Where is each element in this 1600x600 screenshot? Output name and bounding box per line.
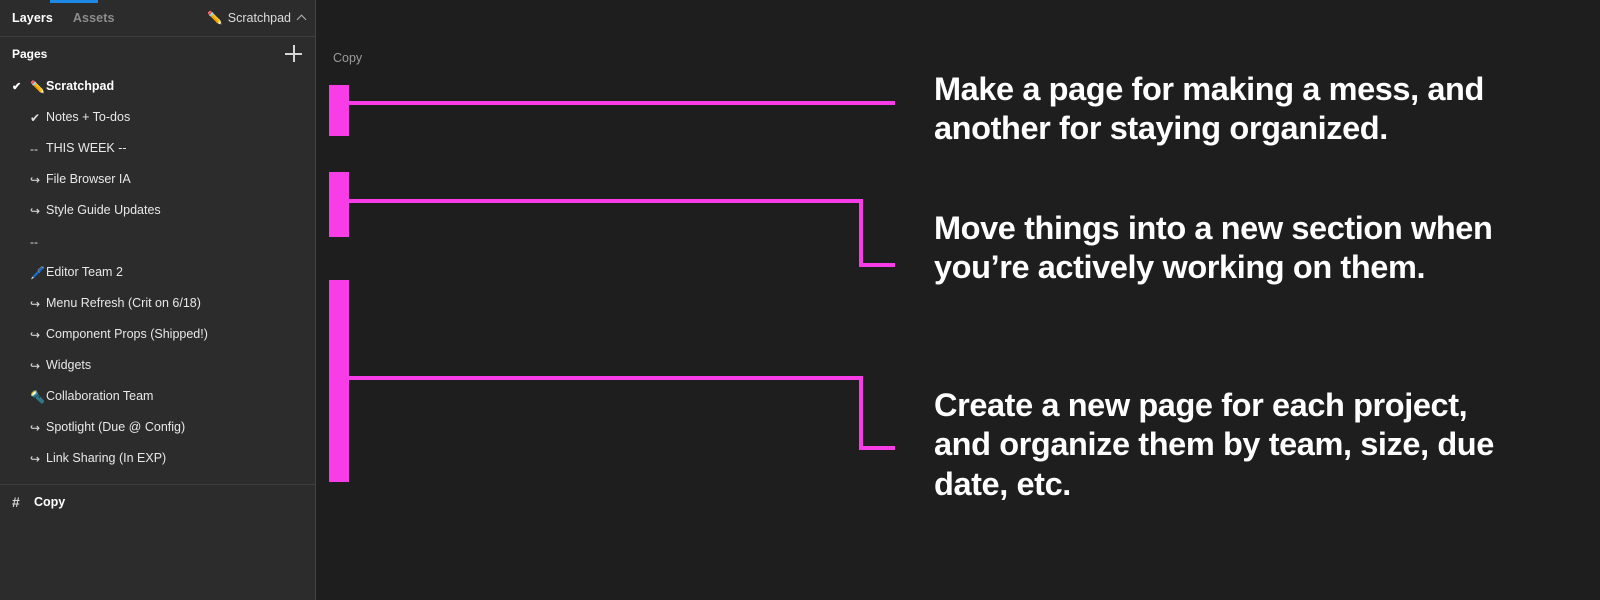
chevron-up-icon [296,14,307,25]
page-glyph-icon: ↪ [30,451,41,466]
page-glyph-icon: ↪ [30,203,41,218]
left-panel: Layers Assets ✏️ Scratchpad Pages ✔✏️Scr… [0,0,316,600]
page-label: Spotlight (Due @ Config) [46,420,186,435]
file-name-label: Scratchpad [227,11,291,25]
page-check-icon: ✔ [12,81,22,93]
page-label: Widgets [46,358,92,373]
page-glyph-icon: 🖊️ [30,265,45,280]
frame-icon: # [12,494,20,510]
layers-divider [0,484,315,485]
page-row[interactable]: ↪ Component Props (Shipped!) [0,319,315,350]
pencil-icon: ✏️ [207,10,223,25]
layer-row-copy[interactable]: # Copy [0,485,315,519]
page-row[interactable]: ↪ Widgets [0,350,315,381]
page-label: THIS WEEK -- [46,141,127,156]
selection-connector-2-horizontal [347,199,863,203]
selection-connector-1 [347,101,895,105]
page-glyph-icon: 🔦 [30,389,45,404]
page-label: Component Props (Shipped!) [46,327,208,342]
copy-block-2[interactable]: Move things into a new section when you’… [934,210,1493,286]
pages-title: Pages [12,47,48,61]
page-row[interactable]: ↪ Link Sharing (In EXP) [0,443,315,474]
page-row[interactable]: -- THIS WEEK -- [0,133,315,164]
selection-bar-3 [329,280,349,482]
page-glyph-icon: ✏️ [30,79,45,94]
selection-connector-3-vertical [859,376,863,450]
pages-section-header: Pages [0,37,315,71]
selection-bar-2 [329,172,349,237]
page-label: Collaboration Team [46,389,154,404]
page-glyph-icon: ↪ [30,420,41,435]
copy-block-1[interactable]: Make a page for making a mess, and anoth… [934,71,1484,147]
pages-list: ✔ ✏️Scratchpad ✔ Notes + To-dos -- THIS WEEK … [0,71,315,480]
page-label: Style Guide Updates [46,203,161,218]
selection-connector-3-foot [859,446,895,450]
page-glyph-icon: ↪ [30,358,41,373]
page-glyph-icon: ↪ [30,296,41,311]
add-page-button[interactable] [285,45,303,63]
page-glyph-icon: -- [30,234,38,249]
page-glyph-icon: ↪ [30,172,41,187]
tab-assets[interactable]: Assets [72,11,115,25]
page-label: File Browser IA [46,172,131,187]
page-row[interactable]: ✔ ✏️Scratchpad [0,71,315,102]
selection-connector-2-vertical [859,199,863,267]
active-tab-indicator [50,0,98,3]
page-row[interactable]: ↪ Menu Refresh (Crit on 6/18) [0,288,315,319]
page-row[interactable]: -- [0,226,315,257]
page-row[interactable]: ✔ Notes + To-dos [0,102,315,133]
panel-tabs: Layers Assets [12,11,115,25]
tab-layers[interactable]: Layers [12,11,53,25]
frame-name-label[interactable]: Copy [333,51,363,65]
page-label: Notes + To-dos [46,110,131,125]
page-label: Menu Refresh (Crit on 6/18) [46,296,201,311]
page-label: Editor Team 2 [46,265,123,280]
page-row[interactable]: 🖊️Editor Team 2 [0,257,315,288]
file-name-dropdown[interactable]: ✏️ Scratchpad [207,10,307,26]
panel-header: Layers Assets ✏️ Scratchpad [0,0,315,37]
page-glyph-icon: -- [30,141,38,156]
page-row[interactable]: ↪ Spotlight (Due @ Config) [0,412,315,443]
selection-connector-2-foot [859,263,895,267]
selection-bar-1 [329,85,349,136]
page-row[interactable]: ↪ Style Guide Updates [0,195,315,226]
layer-label: Copy [34,495,66,509]
selection-connector-3-horizontal [347,376,863,380]
canvas[interactable]: Copy Make a page for making a mess, and … [316,0,1600,600]
page-row[interactable]: 🔦Collaboration Team [0,381,315,412]
page-label: Scratchpad [46,79,115,94]
page-glyph-icon: ↪ [30,327,41,342]
page-row[interactable]: ↪ File Browser IA [0,164,315,195]
page-glyph-icon: ✔ [30,110,41,125]
page-label: Link Sharing (In EXP) [46,451,167,466]
copy-block-3[interactable]: Create a new page for each project, and … [934,387,1494,502]
